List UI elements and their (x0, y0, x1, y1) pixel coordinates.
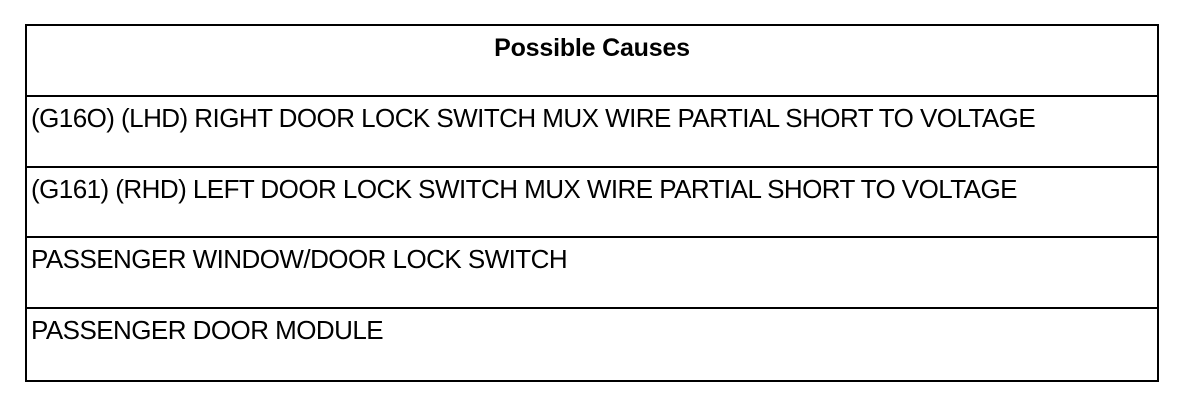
table-header: Possible Causes (494, 34, 690, 62)
possible-causes-table: Possible Causes (G16O) (LHD) RIGHT DOOR … (25, 24, 1159, 382)
cause-text: (G161) (RHD) LEFT DOOR LOCK SWITCH MUX W… (31, 173, 1017, 204)
cause-text: PASSENGER DOOR MODULE (31, 315, 384, 346)
cause-text: PASSENGER WINDOW/DOOR LOCK SWITCH (31, 244, 568, 275)
table-row: PASSENGER WINDOW/DOOR LOCK SWITCH (27, 238, 1157, 310)
table-header-row: Possible Causes (27, 26, 1157, 97)
cause-text: (G16O) (LHD) RIGHT DOOR LOCK SWITCH MUX … (31, 102, 1036, 133)
table-row: (G16O) (LHD) RIGHT DOOR LOCK SWITCH MUX … (27, 97, 1157, 168)
table-row: PASSENGER DOOR MODULE (27, 309, 1157, 380)
table-row: (G161) (RHD) LEFT DOOR LOCK SWITCH MUX W… (27, 168, 1157, 239)
